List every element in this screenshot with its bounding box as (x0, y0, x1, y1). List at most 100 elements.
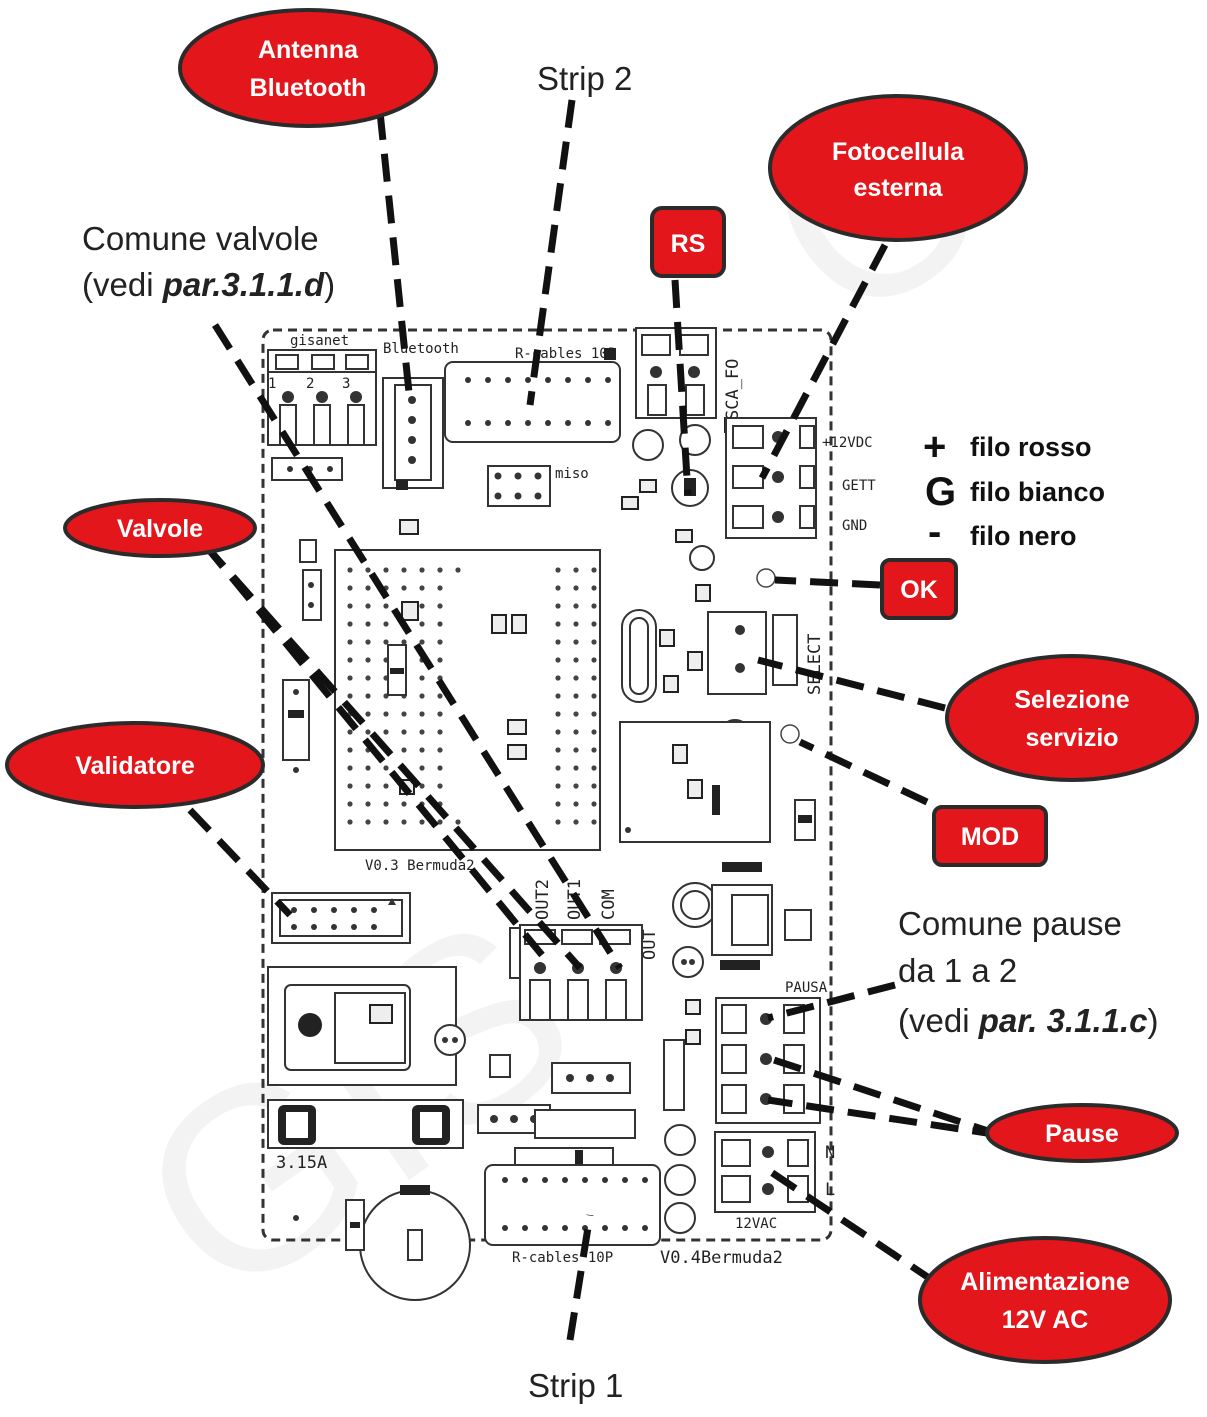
silk-out2: OUT2 (533, 879, 553, 920)
left-parts (271, 457, 419, 773)
regulator-area: PAUSA (672, 862, 828, 1045)
module-pad (573, 639, 579, 645)
module-pad (401, 639, 407, 645)
label-comune-pause-range: da 1 a 2 (898, 952, 1017, 989)
silk-gnd: GND (842, 518, 867, 534)
module-pad (591, 603, 597, 609)
module-pad (437, 621, 443, 627)
module-pad (419, 675, 425, 681)
module-pad (591, 675, 597, 681)
module-pad (419, 765, 425, 771)
module-pad (347, 801, 353, 807)
silk-l: L (825, 1180, 835, 1200)
label-comune-valvole: Comune valvole (82, 220, 319, 257)
leader-lines (187, 99, 1002, 1341)
module-pad (401, 585, 407, 591)
module-pad (555, 819, 561, 825)
module-pad (347, 729, 353, 735)
module-pad (573, 657, 579, 663)
module-pad (419, 747, 425, 753)
module-pad (347, 657, 353, 663)
module-pad (591, 729, 597, 735)
module-pad (455, 819, 461, 825)
module-pad (591, 585, 597, 591)
fuse: 3.15A (267, 1099, 464, 1173)
module-pad (455, 567, 461, 573)
leader-pause-2 (767, 1096, 1001, 1139)
module-pad (401, 819, 407, 825)
silk-rcables-top: R-cables 10P (515, 346, 616, 362)
module-pad (555, 657, 561, 663)
module-pad (419, 819, 425, 825)
module-pad (555, 801, 561, 807)
leader-fotocellula (758, 243, 889, 480)
callout-fotocellula-line2: esterna (854, 174, 944, 202)
module-pad (383, 765, 389, 771)
module-pad (573, 747, 579, 753)
module-pad (347, 603, 353, 609)
module-pad (591, 747, 597, 753)
module-pad (419, 603, 425, 609)
module-pad (555, 585, 561, 591)
callout-validatore: Validatore (5, 721, 265, 809)
module-pad (573, 729, 579, 735)
module-pad (555, 747, 561, 753)
leader-strip1 (566, 1214, 594, 1341)
callout-alimentazione: Alimentazione 12V AC (918, 1236, 1172, 1364)
silk-out: OUT (640, 929, 660, 960)
module-pad (365, 603, 371, 609)
legend-g-symbol: G (925, 470, 956, 514)
module-pad (591, 693, 597, 699)
callout-selezione-line2: servizio (1025, 724, 1118, 752)
module-pad (365, 567, 371, 573)
module-pad (555, 639, 561, 645)
legend-white-wire: filo bianco (970, 477, 1105, 507)
module-pad (419, 639, 425, 645)
module-pad (365, 621, 371, 627)
module-pad (555, 783, 561, 789)
module-pad (383, 801, 389, 807)
silk-gett: GETT (842, 478, 876, 494)
silk-n: N (825, 1143, 835, 1163)
silk-12vac: 12VAC (735, 1216, 777, 1232)
module-pad (555, 711, 561, 717)
leader-mod (798, 738, 967, 824)
rs-area-parts (621, 417, 738, 571)
module-pad (383, 639, 389, 645)
silk-com: COM (599, 889, 619, 920)
module-pad (365, 819, 371, 825)
module-pad (365, 783, 371, 789)
callout-fotocellula-line1: Fotocellula (832, 138, 965, 166)
module-pad (573, 621, 579, 627)
module-pad (591, 783, 597, 789)
module-pad (347, 585, 353, 591)
callout-ok-text: OK (900, 576, 938, 604)
module-pad (365, 585, 371, 591)
module-pad (419, 567, 425, 573)
module-pad (437, 657, 443, 663)
label-strip2: Strip 2 (537, 60, 632, 97)
callout-fotocellula: Fotocellula esterna (768, 94, 1028, 242)
silk-pin3: 3 (342, 376, 350, 392)
leader-strip2 (526, 99, 576, 406)
module-pad (573, 585, 579, 591)
leader-ok (774, 576, 881, 589)
module-pad (383, 819, 389, 825)
module-pad (437, 765, 443, 771)
module-pad (347, 567, 353, 573)
module-pad (573, 819, 579, 825)
module-pad (383, 711, 389, 717)
module-pad (347, 783, 353, 789)
module-pad (401, 711, 407, 717)
module-pad (401, 801, 407, 807)
callout-validatore-text: Validatore (75, 752, 195, 780)
callout-valvole: Valvole (63, 498, 257, 558)
mid-right-parts: SELECT (619, 568, 825, 843)
callout-valvole-text: Valvole (117, 515, 203, 543)
module-pad (437, 747, 443, 753)
silk-v04: V0.4Bermuda2 (660, 1248, 783, 1268)
module-pad (573, 711, 579, 717)
bottom-center-parts (293, 1185, 471, 1301)
module-pad (419, 783, 425, 789)
